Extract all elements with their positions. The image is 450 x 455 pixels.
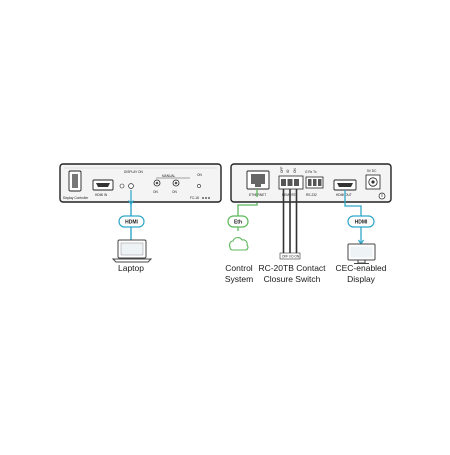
status-led-icon: [197, 184, 201, 188]
laptop-icon: [111, 239, 153, 263]
ethernet-port-icon: [246, 170, 270, 190]
eth-pill: Eth: [227, 215, 249, 228]
remote-label: REMOTE: [282, 193, 296, 197]
manual-label: MANUAL: [162, 174, 176, 178]
hdmi-out-label: HDMI OUT: [336, 193, 352, 197]
contact-closure-wires: OFF I/O ON: [279, 189, 301, 260]
usb-port-icon: [68, 170, 82, 192]
led-icon: [119, 183, 125, 189]
svg-text:HDMI: HDMI: [355, 220, 368, 226]
rc20tb-label: RC-20TB Contact Closure Switch: [258, 263, 326, 284]
remote-terminal-block-icon: [278, 175, 304, 190]
ground-icon: [378, 192, 386, 200]
monitor-icon: [347, 243, 376, 264]
contact-off-label: OFF: [280, 167, 284, 173]
contact-on-label: ON: [293, 168, 297, 173]
display-controller-device: HDMI IN DISPLAY ON MANUAL ON ON ON FC-18…: [59, 163, 222, 203]
hdmi-in-label: HDMI IN: [95, 193, 108, 197]
display-on-label: DISPLAY ON: [124, 170, 144, 174]
hdmi-in-port-icon: [92, 179, 114, 191]
rs232-pins-label: G Rx Tx: [305, 170, 317, 174]
cloud-icon: [228, 237, 249, 251]
laptop-label: Laptop: [118, 263, 144, 273]
rs232-terminal-block-icon: [305, 176, 324, 189]
svg-text:OFF I/O ON: OFF I/O ON: [282, 255, 300, 259]
hdmi-out-port-icon: [333, 179, 357, 191]
display-on-button-icon[interactable]: [128, 183, 134, 189]
on-label-2: ON: [172, 190, 177, 194]
display-hdmi-pill: HDMI: [347, 215, 375, 228]
svg-text:Eth: Eth: [234, 220, 242, 226]
display-controller-panel: [59, 163, 222, 203]
control-system-label: Control System: [224, 263, 254, 284]
fc-model-label: FC-18: [190, 196, 199, 200]
device-name-label: Display Controller: [63, 196, 89, 200]
contact-io-label: IO: [286, 169, 290, 173]
cec-display-label: CEC-enabled Display: [335, 263, 387, 284]
on-label-1: ON: [153, 190, 158, 194]
power-jack-icon: [365, 174, 381, 190]
rs232-label: RS-232: [306, 193, 317, 197]
on-label-3: ON: [197, 173, 202, 177]
power-label: 5V DC: [367, 169, 377, 173]
rear-panel-device: ETHERNET OFF IO ON REMOTE G Rx Tx RS-232…: [230, 163, 392, 203]
svg-text:HDMI: HDMI: [125, 220, 138, 226]
laptop-hdmi-pill: HDMI: [118, 215, 145, 228]
